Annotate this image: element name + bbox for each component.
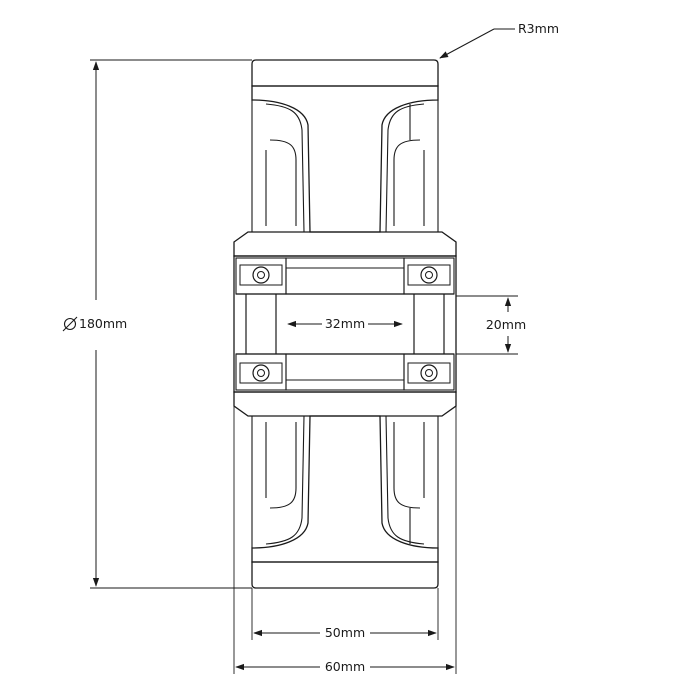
bore-length-dimension: 32mm: [287, 316, 403, 331]
overall-width-label: 60mm: [325, 659, 365, 674]
diameter-dimension: 180mm: [62, 59, 252, 589]
bore-length-label: 32mm: [325, 316, 365, 331]
bearing-top-left: [235, 257, 287, 295]
tread-width-dimension: 50mm: [251, 588, 439, 640]
bearing-bottom-left: [235, 353, 287, 391]
overall-width-dimension: 60mm: [233, 406, 457, 674]
radius-label: R3mm: [518, 21, 559, 36]
tread-width-label: 50mm: [325, 625, 365, 640]
rim-recess-left: [251, 100, 305, 548]
bore: [236, 293, 454, 355]
bore-diameter-dimension: 20mm: [456, 295, 526, 355]
bearing-bottom-right: [403, 353, 455, 391]
bearing-top-right: [403, 257, 455, 295]
radius-dimension: R3mm: [439, 21, 559, 59]
diameter-symbol-icon: [62, 316, 78, 332]
tyre-top: [251, 59, 439, 87]
rim-recess-right: [385, 100, 439, 548]
diameter-label: 180mm: [79, 316, 127, 331]
tyre-bottom: [251, 561, 439, 589]
bore-diameter-label: 20mm: [486, 317, 526, 332]
